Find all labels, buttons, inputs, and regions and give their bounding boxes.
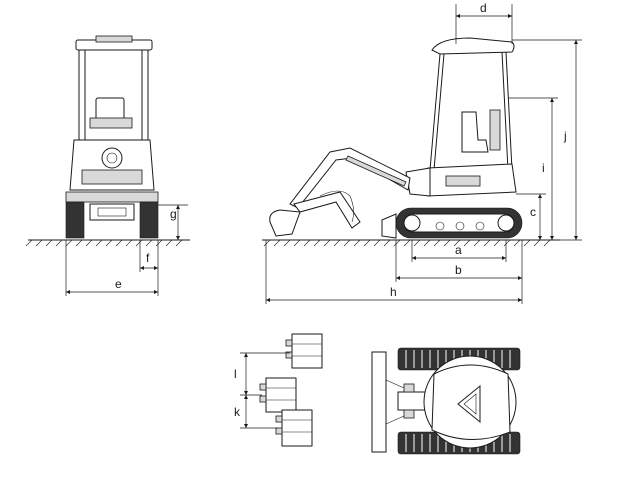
- blade-front: [89, 203, 135, 221]
- dimension-e: e: [65, 240, 159, 296]
- dimension-h: h: [265, 240, 523, 304]
- dim-label-g: g: [170, 207, 177, 221]
- swing-position-bottom: [281, 409, 313, 447]
- swing-position-center: [265, 377, 297, 413]
- dimension-l: l: [234, 353, 249, 395]
- dim-label-f: f: [146, 251, 150, 265]
- dim-label-k: k: [234, 405, 241, 419]
- swing-position-top: [291, 333, 323, 369]
- track-right-front: [139, 201, 159, 239]
- front-grille: [81, 169, 143, 185]
- ground-hatch-front: [25, 239, 183, 247]
- boom-cylinder: [345, 155, 407, 187]
- dimension-c: c: [516, 193, 546, 240]
- dozer-blade-top: [371, 351, 387, 453]
- dimension-j: j: [512, 39, 582, 241]
- dimension-a: a: [411, 240, 507, 262]
- ground-hatch-side: [263, 239, 551, 247]
- dim-label-b: b: [455, 263, 462, 277]
- canopy-post-right: [141, 49, 149, 143]
- side-view: [262, 37, 560, 247]
- dim-label-d: d: [480, 1, 487, 15]
- canopy-post-rear: [429, 53, 441, 171]
- boom-swing-pivot: [101, 147, 123, 169]
- dim-label-h: h: [390, 285, 397, 299]
- canopy-roof-side: [431, 37, 515, 55]
- dim-label-i: i: [542, 161, 545, 175]
- dim-label-e: e: [115, 277, 122, 291]
- dimension-i: i: [508, 97, 558, 240]
- top-view: [371, 347, 521, 455]
- seat-back: [95, 97, 125, 121]
- control-lever: [489, 109, 501, 151]
- boom-swing-detail: [240, 333, 323, 447]
- bucket: [269, 209, 301, 237]
- dimension-g: g: [158, 204, 188, 240]
- dim-label-a: a: [455, 243, 462, 257]
- sprocket-wheel: [497, 214, 515, 232]
- counterweight-detail: [445, 175, 481, 187]
- dimension-f: f: [139, 240, 159, 272]
- canopy-light: [95, 35, 133, 43]
- dim-label-l: l: [234, 367, 237, 381]
- dim-label-c: c: [530, 205, 536, 219]
- operator-seat: [461, 111, 489, 153]
- track-left-front: [65, 201, 85, 239]
- seat-base: [89, 117, 133, 129]
- dimension-b: b: [395, 240, 523, 282]
- dozer-blade: [381, 213, 397, 239]
- canopy-post-front: [505, 51, 513, 171]
- idler-wheel: [403, 214, 421, 232]
- dim-label-j: j: [563, 129, 567, 143]
- canopy-post-left: [78, 49, 86, 143]
- front-view: [25, 35, 190, 247]
- arm-cylinder: [319, 190, 354, 223]
- undercarriage-frame: [65, 191, 159, 203]
- dimension-d: d: [455, 1, 513, 44]
- boom-top: [397, 391, 427, 411]
- dimension-k: k: [234, 395, 249, 428]
